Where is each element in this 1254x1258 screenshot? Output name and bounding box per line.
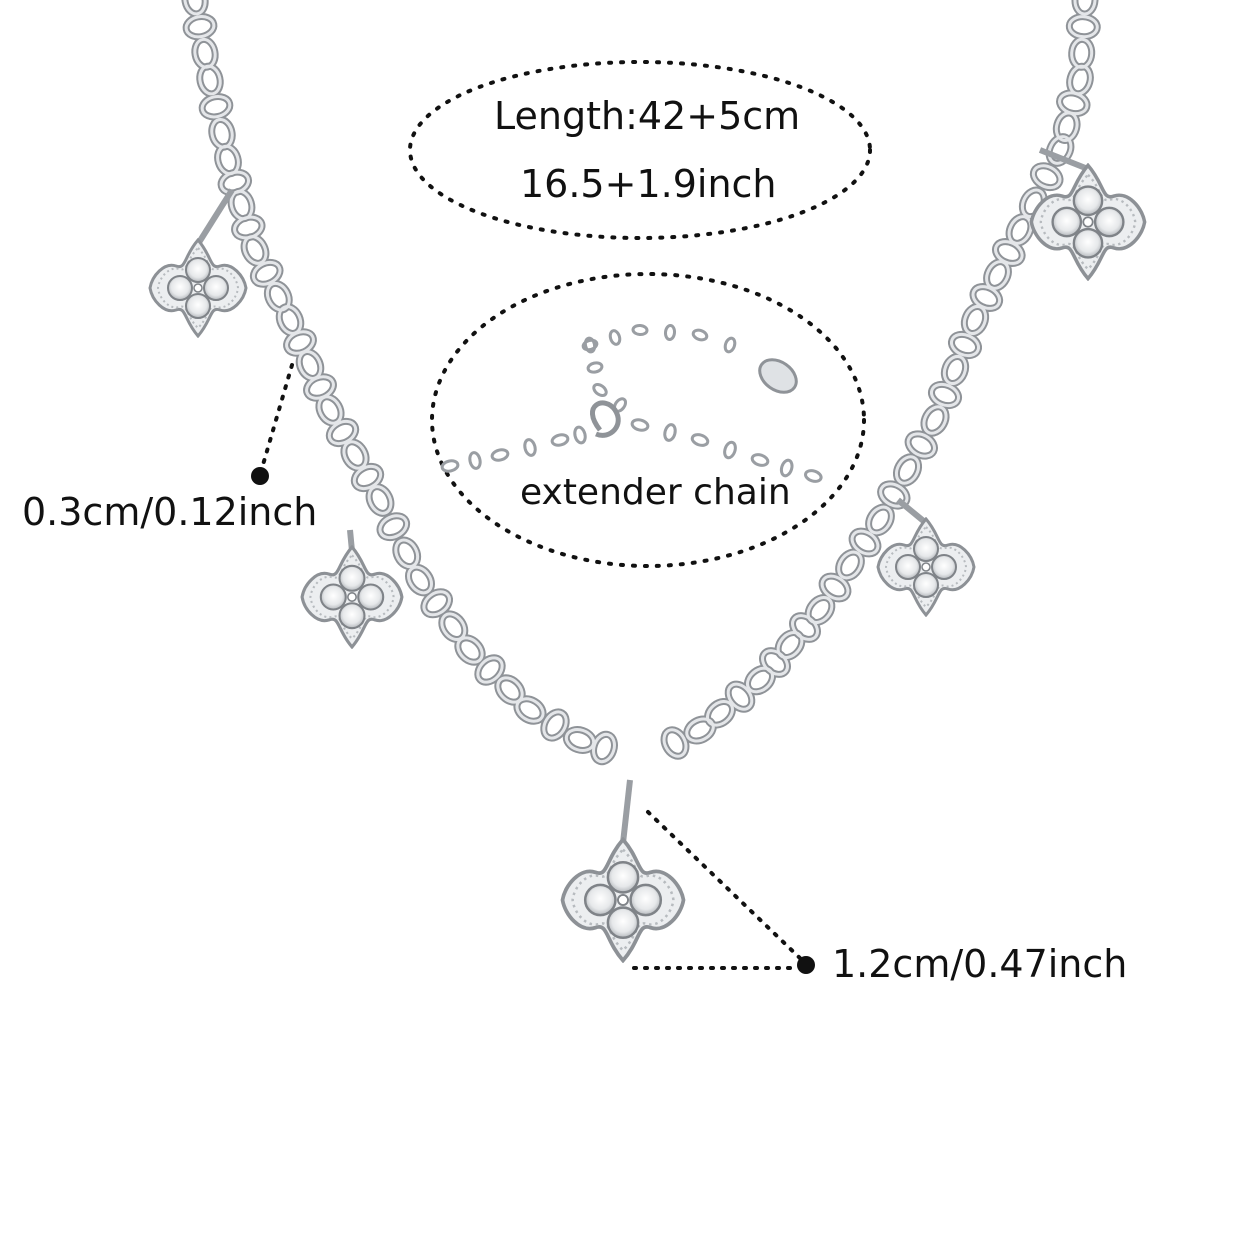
chain-link (942, 354, 968, 386)
chain-link (573, 425, 587, 445)
chain-link (837, 550, 863, 580)
chain-link (367, 485, 393, 515)
pendant-bail (195, 188, 235, 246)
chain-link (820, 574, 850, 601)
chain-link (726, 682, 754, 711)
lobster-clasp (590, 400, 621, 438)
chain-link (631, 323, 649, 337)
chain-link (550, 433, 570, 447)
chain-link (867, 505, 893, 535)
extender-chain-label: extender chain (520, 472, 791, 513)
chain-link (523, 438, 537, 457)
chain-link (685, 717, 715, 743)
length-callout-ellipse (408, 60, 872, 240)
chain-link (1054, 111, 1079, 142)
chain-link (663, 423, 677, 442)
chain-link (723, 336, 737, 354)
chain-link (468, 451, 482, 470)
chain-link (490, 448, 510, 462)
clover-pendants (148, 147, 1147, 963)
chain-link (327, 419, 358, 446)
chain-link (745, 666, 775, 694)
pendant-bail (620, 779, 633, 844)
chain-link (1047, 135, 1073, 165)
chain-link (723, 440, 737, 460)
chain-link (583, 336, 597, 354)
chain-link (662, 728, 688, 758)
chain-link (515, 697, 545, 723)
link-size-leader (258, 363, 294, 477)
extender-tag (758, 358, 798, 394)
chain-link (394, 538, 420, 569)
chain-link (581, 338, 599, 352)
chain-link (929, 382, 961, 408)
chain-link (894, 455, 921, 485)
chain-link (850, 529, 880, 556)
chain-link (1073, 0, 1097, 16)
chain-link (542, 710, 568, 740)
chain-link (317, 395, 343, 425)
chain-link (906, 432, 936, 458)
chain-link (440, 459, 460, 473)
chain-link (592, 382, 608, 398)
link-size-dot (251, 467, 269, 485)
chain-link (592, 732, 616, 764)
chain-link (879, 482, 909, 508)
chain-link (406, 565, 434, 595)
pendant-size-leader-top (646, 810, 806, 964)
chain-link (1067, 15, 1099, 39)
chain-link (962, 304, 988, 336)
chain-link (586, 361, 604, 374)
chain-link (422, 590, 451, 617)
chain-link (184, 15, 216, 39)
chain-link (690, 433, 710, 447)
chain-link (608, 329, 622, 346)
chain-link (949, 332, 981, 358)
length-cm-label: Length:42+5cm (494, 94, 801, 138)
pendant-bail (896, 497, 928, 526)
chain-link (456, 636, 484, 664)
extender-chain-image (440, 323, 823, 483)
clover-pendant (560, 837, 686, 963)
chain-link (476, 656, 504, 684)
chain-link (663, 324, 677, 341)
link-size-label: 0.3cm/0.12inch (22, 490, 318, 534)
chain-link (352, 464, 383, 491)
chain-link (378, 514, 409, 540)
clover-pendant (148, 238, 248, 338)
chain-link (630, 418, 650, 432)
clover-pendant (300, 545, 404, 649)
chain-link (1031, 164, 1062, 190)
chain-link (265, 281, 291, 312)
chain-link (779, 458, 794, 478)
extender-callout-ellipse (430, 272, 866, 568)
chain-link (705, 699, 735, 727)
chain-link (342, 440, 368, 470)
clover-pendant (876, 517, 976, 617)
chain-link (922, 405, 948, 435)
chain-link (804, 469, 823, 483)
chain-link (183, 0, 207, 16)
chain-link (198, 64, 222, 96)
chain-link (200, 94, 232, 119)
chain-link (251, 260, 282, 286)
clover-pendant (1029, 163, 1147, 281)
chain-link (691, 328, 709, 342)
pendant-size-dot (797, 956, 815, 974)
pendant-size-label: 1.2cm/0.47inch (832, 942, 1128, 986)
pendant-bail (1038, 147, 1090, 172)
chain-link (242, 235, 268, 265)
chain-link (750, 453, 770, 467)
length-inch-label: 16.5+1.9inch (520, 162, 777, 206)
